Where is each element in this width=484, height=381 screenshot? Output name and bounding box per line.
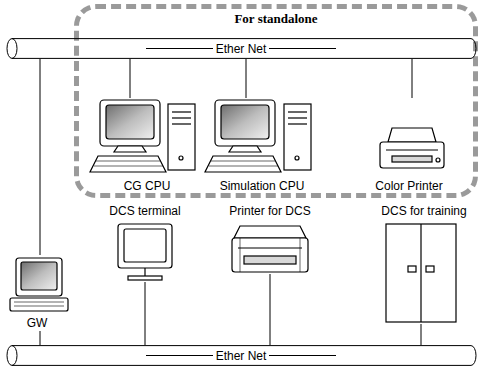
ethernet-bus: Ether Net xyxy=(4,38,478,59)
group-title: For standalone xyxy=(79,11,473,27)
network-device: DCS for training xyxy=(368,204,480,324)
network-device: Simulation CPU xyxy=(204,98,320,194)
network-device: Color Printer xyxy=(350,98,468,194)
cg-workstation-icon xyxy=(90,100,195,172)
color-printer-icon xyxy=(380,128,444,168)
device-label: DCS for training xyxy=(381,204,466,219)
device-label: Simulation CPU xyxy=(220,179,305,194)
dcs-printer-icon xyxy=(232,226,308,272)
network-cable xyxy=(145,282,146,345)
network-cable xyxy=(270,274,271,345)
device-label: DCS terminal xyxy=(109,204,180,219)
network-cable xyxy=(412,59,413,98)
ethernet-bus: Ether Net xyxy=(4,345,478,366)
device-label: GW xyxy=(27,316,48,331)
bus-label: Ether Net xyxy=(213,349,270,363)
standalone-group: For standalone CG CPU Simulation CPU Color … xyxy=(74,4,478,198)
network-cable xyxy=(246,59,247,98)
device-label: Printer for DCS xyxy=(229,204,310,219)
dcs-cabinet-icon xyxy=(386,224,456,322)
device-label: Color Printer xyxy=(375,179,442,194)
gateway-icon xyxy=(10,258,68,311)
simulation-workstation-icon xyxy=(205,100,311,172)
bus-label: Ether Net xyxy=(213,42,270,56)
network-cable xyxy=(40,331,41,345)
network-cable xyxy=(40,59,41,255)
network-device: DCS terminal xyxy=(95,204,195,282)
network-cable xyxy=(130,59,131,98)
network-device: Printer for DCS xyxy=(212,204,328,274)
network-device: CG CPU xyxy=(90,98,204,194)
network-cable xyxy=(421,324,422,345)
network-device: GW xyxy=(4,255,70,331)
dcs-terminal-icon xyxy=(118,224,172,280)
device-label: CG CPU xyxy=(124,179,171,194)
